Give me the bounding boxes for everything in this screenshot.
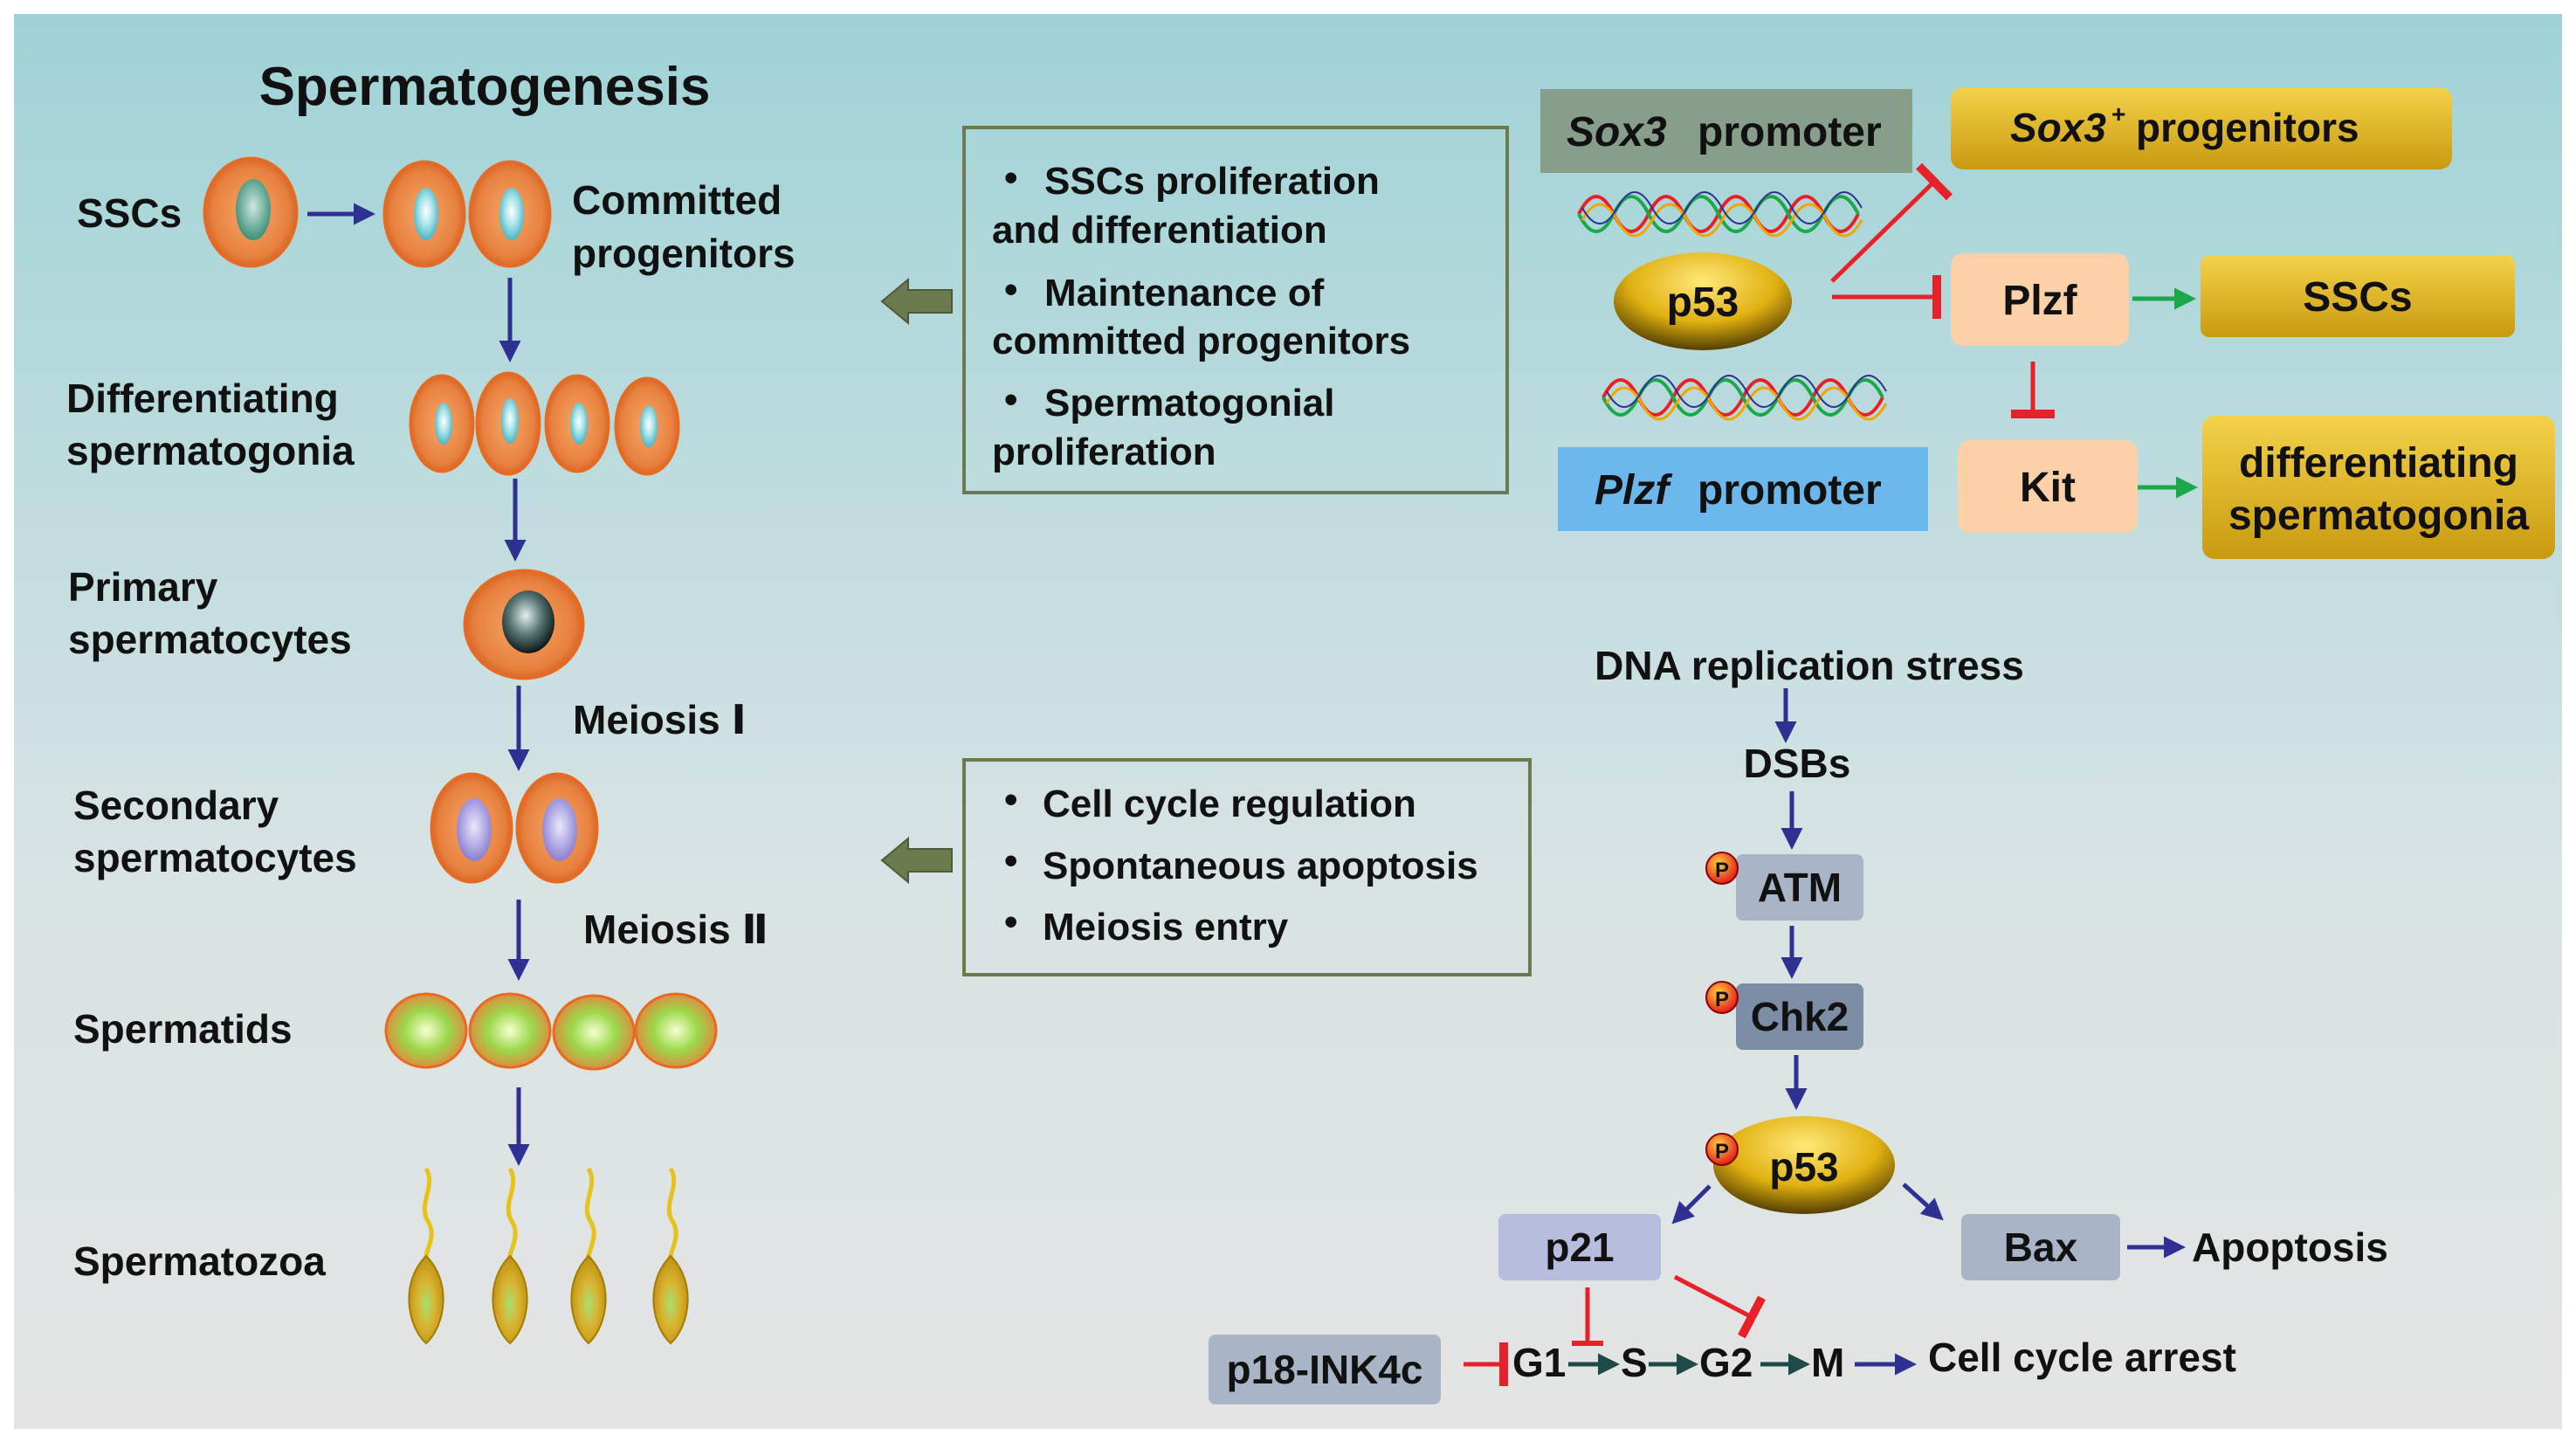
p53-top-node: [1614, 252, 1792, 350]
chk2-phosphate: P: [1705, 981, 1739, 1014]
box-top-item-2b: committed progenitors: [992, 320, 1410, 362]
arrow-p53-to-p21: [1671, 1184, 1712, 1225]
kit-label: Kit: [2020, 465, 2076, 511]
label-meiosis-1: Meiosis Ⅰ: [573, 697, 747, 742]
label-secondary-1: Secondary: [73, 783, 279, 828]
dna-helix-top: [1577, 191, 1863, 238]
box-top-item-1a: SSCs proliferation: [1044, 160, 1380, 203]
sox3-promoter-box: [1540, 89, 1912, 173]
sscs-node-label: SSCs: [2303, 274, 2412, 321]
plzf-node: [1951, 253, 2129, 346]
diagram-title: Spermatogenesis: [259, 57, 711, 117]
committed-progenitor-cells: [382, 160, 552, 268]
label-primary-2: spermatocytes: [68, 617, 352, 662]
sox3-progenitors-box: [1951, 87, 2452, 169]
box-bottom-bullet-1: •: [1004, 778, 1017, 821]
arrow-bottom-box: [880, 836, 953, 885]
spermatid-cells: [384, 992, 718, 1071]
arrow-p53-to-bax: [1902, 1183, 1944, 1221]
box-top-item-1b: and differentiation: [992, 209, 1327, 252]
sox3-progenitors-gene: Sox3: [2010, 105, 2106, 150]
label-primary-1: Primary: [68, 564, 218, 610]
label-committed-2: progenitors: [572, 231, 796, 276]
atm-label: ATM: [1758, 865, 1842, 910]
sscs-node: [2201, 255, 2515, 337]
differentiating-cells: [409, 371, 680, 476]
svg-text:P: P: [1715, 988, 1729, 1011]
p53-inhibits-sox3: [1830, 162, 1953, 283]
box-top-item-2a: Maintenance of: [1044, 272, 1325, 314]
atm-phosphate: P: [1705, 852, 1739, 885]
label-differentiating-2: spermatogonia: [66, 428, 355, 473]
box-bottom-item-3: Meiosis entry: [1043, 906, 1289, 949]
sox3-progenitors-sup: +: [2111, 100, 2125, 128]
box-top-bullet-1a: •: [1004, 156, 1017, 199]
bax-label: Bax: [2004, 1225, 2078, 1270]
plzf-promoter-gene: Plzf: [1595, 467, 1672, 514]
sox3-promoter-gene: Sox3: [1567, 109, 1667, 155]
p53-phosphate: P: [1705, 1133, 1739, 1166]
differentiating-node-label-1: differentiating: [2239, 440, 2518, 486]
p21-label: p21: [1545, 1225, 1614, 1270]
label-differentiating-1: Differentiating: [66, 376, 339, 421]
box-bottom-bullet-3: •: [1004, 900, 1017, 943]
g2-label: G2: [1699, 1340, 1753, 1385]
apoptosis-label: Apoptosis: [2192, 1225, 2388, 1270]
g1-label: G1: [1512, 1340, 1566, 1385]
box-top-item-3a: Spermatogonial: [1044, 382, 1335, 424]
dna-helix-bottom: [1601, 375, 1888, 421]
plzf-promoter-box: [1558, 447, 1928, 531]
box-bottom-item-2: Spontaneous apoptosis: [1043, 845, 1478, 887]
sox3-promoter-label: promoter: [1698, 109, 1882, 155]
dna-replication-stress-label: DNA replication stress: [1595, 643, 2024, 688]
bax-node: [1961, 1214, 2120, 1280]
p18-node: [1209, 1335, 1441, 1404]
label-spermatozoa: Spermatozoa: [73, 1238, 326, 1284]
differentiating-node: [2202, 416, 2555, 559]
m-label: M: [1811, 1340, 1844, 1385]
secondary-spermatocyte-cells: [430, 772, 599, 884]
p53-bottom-node: [1713, 1116, 1895, 1214]
arrow-top-box: [880, 277, 953, 326]
label-spermatids: Spermatids: [73, 1006, 293, 1052]
chk2-node: [1736, 983, 1863, 1050]
p21-node: [1498, 1214, 1661, 1280]
plzf-label: Plzf: [2002, 278, 2077, 324]
box-top-item-3b: proliferation: [992, 431, 1216, 473]
label-sscs: SSCs: [77, 190, 182, 236]
label-secondary-2: spermatocytes: [73, 835, 357, 880]
kit-node: [1958, 440, 2138, 533]
box-top-bullet-3: •: [1004, 378, 1017, 421]
box-bottom-item-1: Cell cycle regulation: [1043, 783, 1416, 825]
label-meiosis-2: Meiosis Ⅱ: [583, 907, 768, 952]
chk2-label: Chk2: [1751, 994, 1849, 1039]
p53-bottom-label: p53: [1769, 1144, 1838, 1190]
function-box-bottom: [962, 758, 1532, 976]
differentiating-node-label-2: spermatogonia: [2228, 493, 2529, 539]
cell-cycle-arrest-label: Cell cycle arrest: [1928, 1335, 2236, 1380]
atm-node: [1736, 854, 1863, 921]
plzf-promoter-label: promoter: [1698, 467, 1882, 514]
p53-top-label: p53: [1667, 279, 1739, 326]
function-box-top: [962, 126, 1509, 494]
s-label: S: [1621, 1340, 1648, 1385]
p18-label: p18-INK4c: [1227, 1347, 1423, 1392]
spermatozoa-cells: [408, 1167, 689, 1345]
svg-text:P: P: [1715, 859, 1729, 882]
ssc-cell: [203, 156, 299, 268]
box-top-bullet-2: •: [1004, 268, 1017, 311]
sox3-progenitors-label: progenitors: [2136, 105, 2359, 150]
label-committed-1: Committed: [572, 177, 782, 223]
primary-spermatocyte-cell: [463, 569, 585, 680]
p21-inhibits-g2-m: [1673, 1274, 1767, 1339]
box-bottom-bullet-2: •: [1004, 839, 1017, 882]
dsbs-label: DSBs: [1744, 741, 1851, 786]
svg-text:P: P: [1715, 1140, 1729, 1163]
